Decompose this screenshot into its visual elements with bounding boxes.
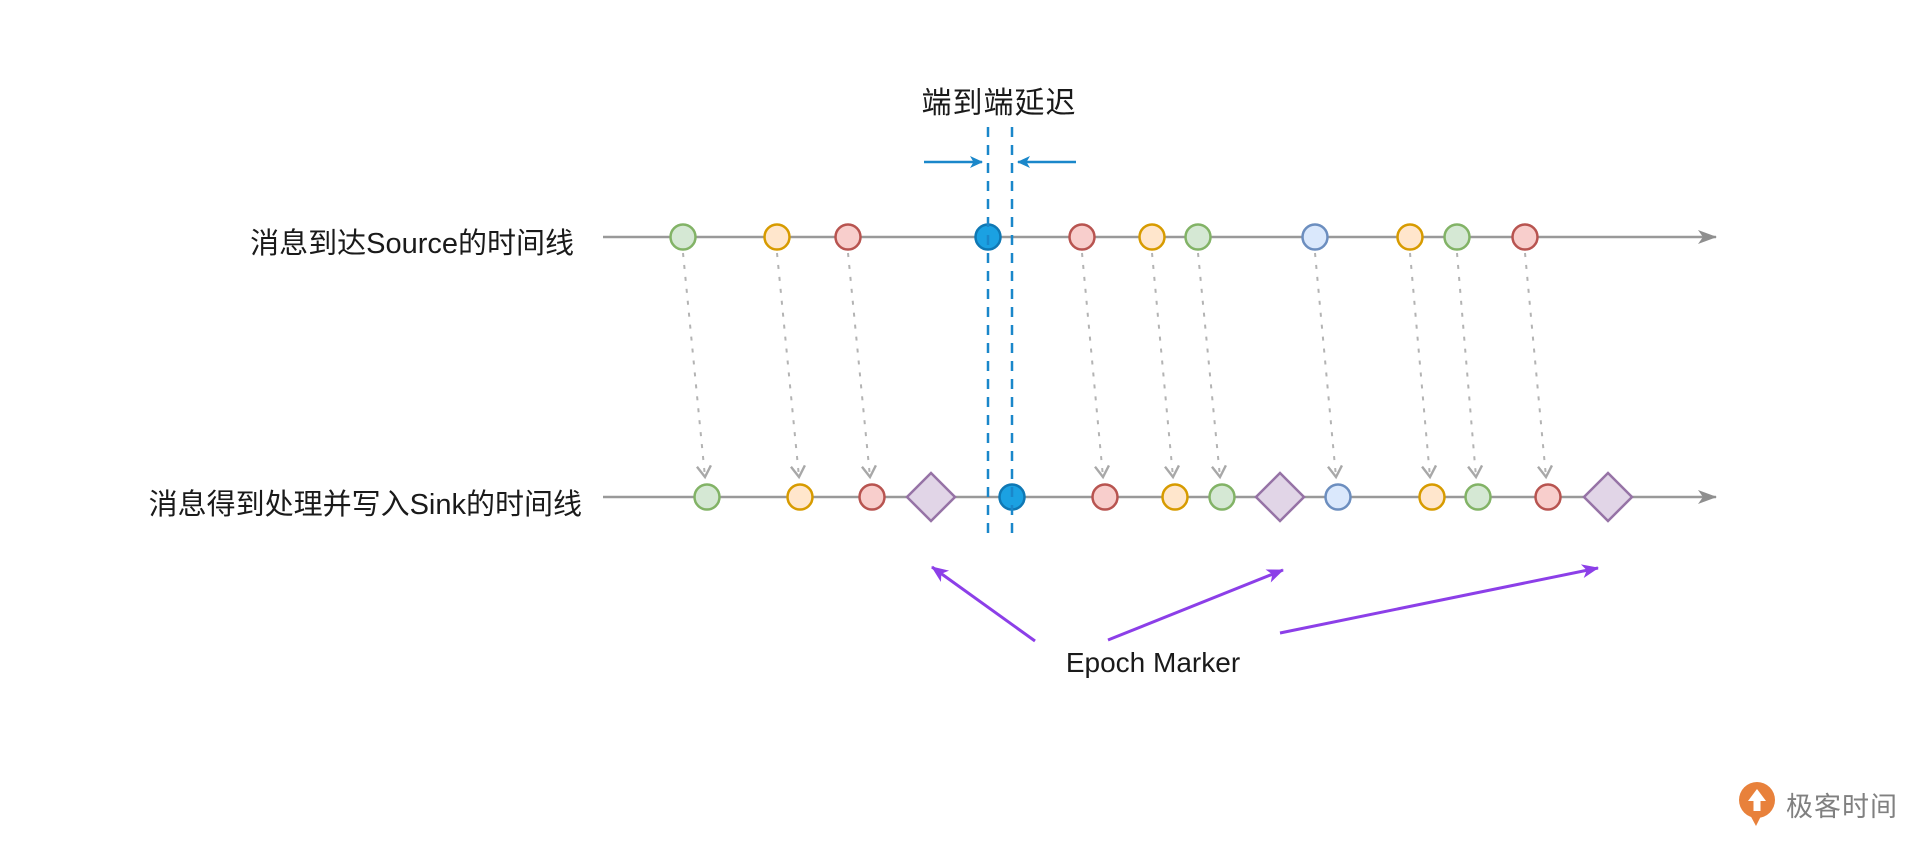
- end-to-end-latency-label: 端到端延迟: [921, 87, 1077, 120]
- message-dot-green: [1184, 223, 1212, 251]
- message-dot-red: [1068, 223, 1096, 251]
- message-dot-red: [834, 223, 862, 251]
- message-flow-dashed-arrow: [776, 252, 806, 480]
- message-dot-yellow: [786, 483, 814, 511]
- message-dot-yellow: [1138, 223, 1166, 251]
- message-dot-green: [693, 483, 721, 511]
- geektime-logo-icon: [1739, 782, 1775, 826]
- geektime-watermark: 极客时间: [1736, 780, 1898, 828]
- message-flow-dashed-arrow: [1151, 252, 1181, 480]
- message-dot-red: [1091, 483, 1119, 511]
- message-dot-green: [669, 223, 697, 251]
- epoch-annotation-arrow: [1279, 564, 1599, 635]
- message-flow-dashed-arrow: [1314, 252, 1344, 480]
- message-dot-red: [1534, 483, 1562, 511]
- epoch-annotation-arrow: [931, 565, 1036, 643]
- geektime-logo-text: 极客时间: [1786, 791, 1898, 822]
- source-timeline-label: 消息到达Source的时间线: [250, 228, 574, 260]
- sink-timeline-label: 消息得到处理并写入Sink的时间线: [148, 489, 582, 521]
- message-dot-green: [1464, 483, 1492, 511]
- epoch-marker-label: Epoch Marker: [1065, 647, 1241, 678]
- epoch-marker-diamond: [905, 471, 957, 523]
- epoch-annotation-arrow: [1107, 568, 1284, 642]
- message-dot-lightblue: [1324, 483, 1352, 511]
- message-flow-dashed-arrow: [1081, 252, 1111, 480]
- message-dot-yellow: [763, 223, 791, 251]
- message-dot-red: [1511, 223, 1539, 251]
- message-dot-red: [858, 483, 886, 511]
- message-flow-dashed-arrow: [1524, 252, 1554, 480]
- message-dot-yellow: [1396, 223, 1424, 251]
- epoch-marker-diamond: [1254, 471, 1306, 523]
- message-dot-yellow: [1161, 483, 1189, 511]
- message-dot-lightblue: [1301, 223, 1329, 251]
- message-flow-dashed-arrow: [847, 252, 877, 480]
- message-flow-dashed-arrow: [1197, 252, 1227, 480]
- message-flow-dashed-arrow: [1456, 252, 1484, 480]
- epoch-marker-diamond: [1582, 471, 1634, 523]
- message-dot-yellow: [1418, 483, 1446, 511]
- message-dot-green: [1443, 223, 1471, 251]
- message-flow-dashed-arrow: [682, 252, 712, 480]
- message-dot-green: [1208, 483, 1236, 511]
- message-flow-dashed-arrow: [1409, 252, 1438, 480]
